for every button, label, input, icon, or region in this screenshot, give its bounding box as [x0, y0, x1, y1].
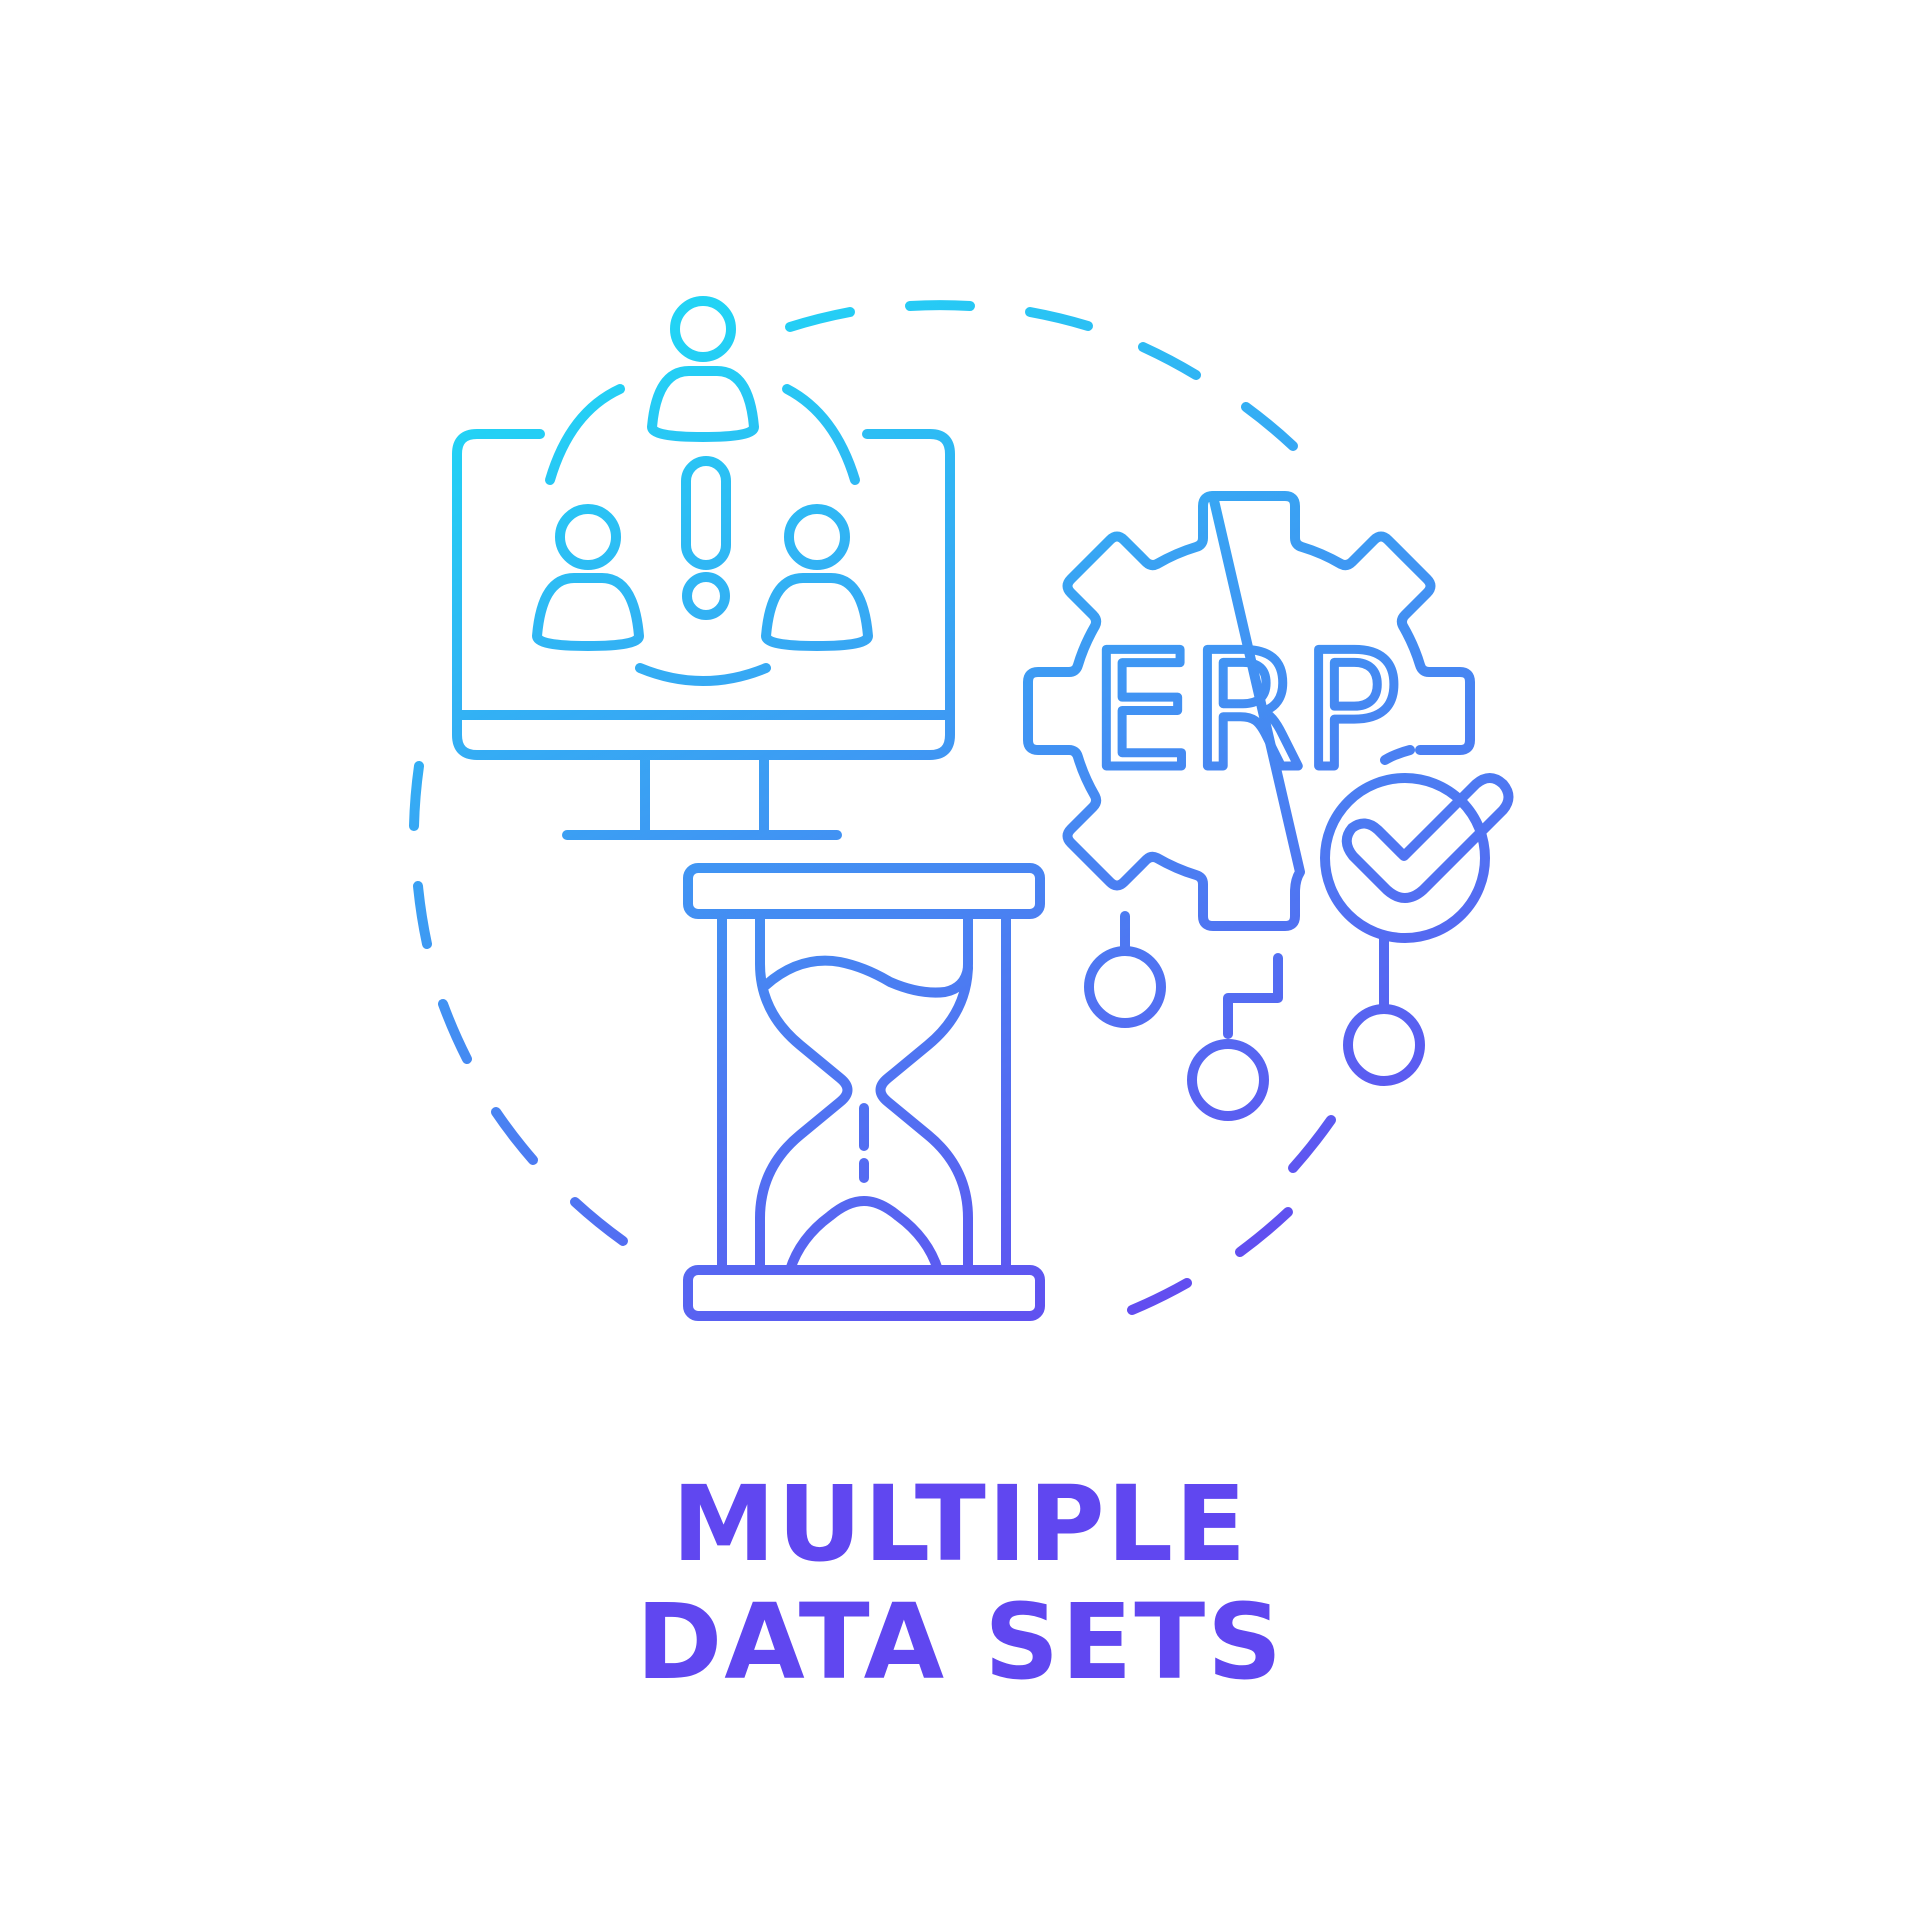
team-icon: [532, 296, 873, 686]
caption-line-1: MULTIPLE: [671, 1463, 1249, 1585]
checkmark-badge-icon: [1320, 773, 1514, 943]
caption: MULTIPLE DATA SETS: [0, 1465, 1920, 1701]
monitor-icon: [452, 429, 955, 840]
hourglass-icon: [683, 863, 1045, 1321]
gear-icon: [1023, 491, 1475, 931]
dashed-ring: [409, 300, 1336, 1315]
gear-label: ERP: [1091, 617, 1400, 804]
node-icon: [1084, 911, 1425, 1121]
exclamation-icon: [681, 456, 731, 620]
caption-line-2: DATA SETS: [635, 1581, 1285, 1703]
